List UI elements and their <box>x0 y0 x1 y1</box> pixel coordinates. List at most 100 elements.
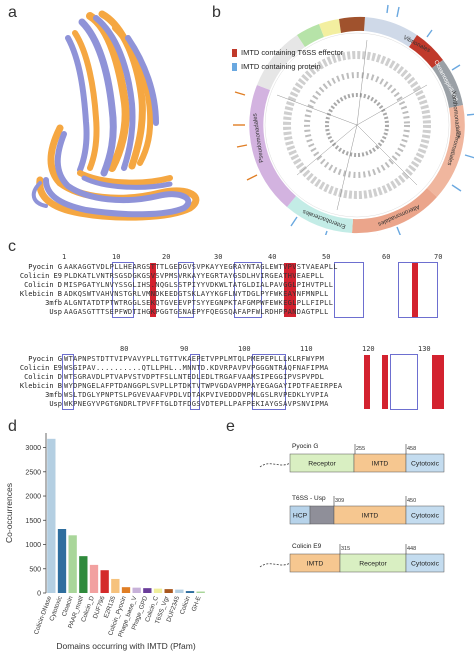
residue-marker-label: 450 <box>407 498 416 504</box>
panel-letter-e: e <box>226 418 235 435</box>
y-tick-label: 2000 <box>25 494 41 501</box>
ruler-tick: 100 <box>238 345 251 353</box>
ruler-tick: 20 <box>162 253 171 261</box>
bar-paar-motif <box>79 556 88 593</box>
domain-linker <box>309 505 335 525</box>
sequence-residues: MISPGATYLNVYSSGLIHS.NQGLSSTPIYYVDKWLTATG… <box>64 281 334 289</box>
similar-box <box>190 354 200 410</box>
sequence-name: Colicin D <box>24 281 62 289</box>
ruler-tick: 10 <box>112 253 121 261</box>
ruler-tick: 120 <box>362 345 375 353</box>
clade-alteromonadales <box>352 188 437 234</box>
ruler-tick: 1 <box>62 253 67 261</box>
domain-cytotoxic <box>405 453 445 473</box>
domain-label: Cytotoxic <box>411 513 440 520</box>
residue-marker-label: 255 <box>356 446 365 452</box>
sequence-name: Usp <box>49 308 62 316</box>
clade-vibrionales <box>364 17 417 47</box>
construct-name: T6SS - Usp <box>292 495 326 502</box>
panel-letter-b: b <box>212 4 221 21</box>
similar-box <box>252 354 286 410</box>
x-axis-label: Domains occurring with IMTD (Pfam) <box>56 641 196 651</box>
residue-marker-label: 309 <box>335 498 344 504</box>
sequence-residues: AAKAGGTVDLPLLHEARGSTTTLGEDGVSVPKAYYEGRAY… <box>64 263 338 271</box>
y-tick-label: 3000 <box>25 445 41 452</box>
sequence-residues: ALGNTATDTPTWTRGGLSEKQTGVEEVPTSYYEGNPKTAF… <box>64 299 334 307</box>
sequence-residues: WSLTDGLYPNPTSLPGVEVAAFVPDLVDTAKPVIVEDDDV… <box>64 391 329 399</box>
similar-box <box>398 262 438 318</box>
bar-duf2345 <box>175 589 184 593</box>
alignment-ruler-1: 1 10 20 30 40 50 60 70 <box>62 253 442 262</box>
sequence-name: Colicin E9 <box>19 364 62 372</box>
ruler-tick: 50 <box>322 253 331 261</box>
conserved-column <box>412 263 418 317</box>
bar-cytotoxic <box>57 529 67 593</box>
sequence-name: 3mfb <box>45 391 62 399</box>
similar-box <box>112 262 134 318</box>
sequence-name: Usp <box>49 400 62 408</box>
panel-letter-c: c <box>8 238 16 255</box>
clade-enterobacterales <box>287 196 353 233</box>
y-tick-label: 0 <box>37 591 41 598</box>
sequence-residues: ADKQSWTVAHVNSTGRLVMNDKEEDGTSKLAYYKGFLNYT… <box>64 290 329 298</box>
legend-swatch-imtd <box>232 62 237 71</box>
bar-colicin-pyocin <box>121 587 131 593</box>
ruler-tick: 130 <box>418 345 431 353</box>
y-tick-label: 500 <box>29 566 41 573</box>
bar-colicin-dnase <box>47 438 56 593</box>
ruler-tick: 40 <box>268 253 277 261</box>
phylogenetic-tree: Vibrionales Oceanospirillales Xanthomona… <box>233 4 474 235</box>
ruler-tick: 60 <box>382 253 391 261</box>
conserved-column <box>432 355 444 409</box>
domain-label: Cytotoxic <box>411 561 440 568</box>
ruler-tick: 70 <box>434 253 443 261</box>
sequence-name: Pyocin G <box>28 263 62 271</box>
similar-box <box>334 262 364 318</box>
conserved-column <box>284 263 296 317</box>
sequence-name: 3mfb <box>45 299 62 307</box>
panel-letter-a: a <box>8 4 17 21</box>
clade-oceanospirillales <box>409 35 443 68</box>
residue-marker-label: 458 <box>407 446 416 452</box>
clade-chromatiales <box>427 105 465 197</box>
domain-label: IMTD <box>362 513 379 520</box>
sequence-name: Klebicin B <box>19 290 62 298</box>
legend-swatch-t6ss <box>232 48 237 57</box>
linker-line <box>259 462 291 468</box>
linker-line <box>259 562 291 568</box>
bar-colicin-c <box>153 588 163 593</box>
legend-item-t6ss: IMTD containing T6SS effector <box>232 48 343 57</box>
sequence-residues: WTAPNPSTDTTVIPVAVYPLLTGTTVKAEPETVPPLMTQL… <box>64 355 325 363</box>
ruler-tick: 110 <box>300 345 313 353</box>
construct-name: Colicin E9 <box>292 543 322 550</box>
sequence-name: Colicin E9 <box>19 272 62 280</box>
sequence-residues: PLDKATLVNTRSGSDGKGSVSVPMSVRKAYYEGRTAYGSD… <box>64 272 325 280</box>
clade-pseudomonadales <box>249 85 296 207</box>
cooccurrence-bar-chart: 050010001500200025003000Co-occurrencesDo… <box>4 433 205 651</box>
y-tick-label: 1000 <box>25 542 41 549</box>
clade-xanthomonadales <box>432 60 463 108</box>
bar-duf796 <box>100 570 109 593</box>
bar-cloacin <box>68 535 77 593</box>
domain-label: HCP <box>293 513 308 520</box>
similar-box <box>178 262 194 318</box>
bar-phage-gpd <box>143 588 152 593</box>
domain-cytotoxic <box>405 505 445 525</box>
conserved-column <box>364 355 370 409</box>
alignment-ruler-2: 80 90 100 110 120 130 <box>62 345 442 354</box>
residue-marker-label: 448 <box>407 546 416 552</box>
domain-label: Receptor <box>359 561 387 568</box>
residue-marker-label: 315 <box>341 546 350 552</box>
panel-letter-d: d <box>8 418 17 435</box>
similar-box <box>390 354 418 410</box>
y-tick-label: 1500 <box>25 518 41 525</box>
sequence-residues: WSGIPAV..........QTLLPHL..MNNTD.KDVRPAVP… <box>64 364 329 372</box>
